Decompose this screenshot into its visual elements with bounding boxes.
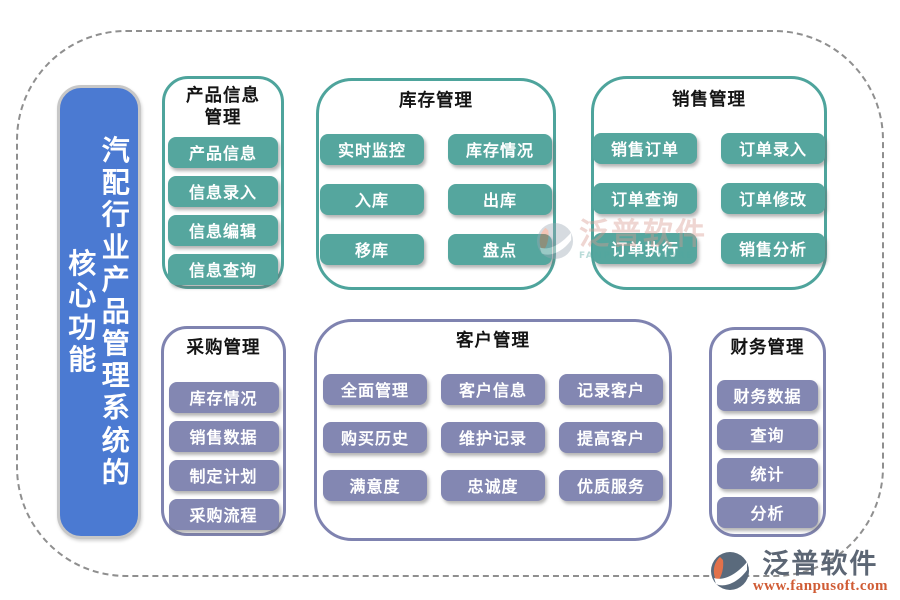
function-block: 库存情况: [448, 133, 552, 165]
function-block: 提高客户: [559, 421, 663, 453]
logo-url-link[interactable]: www.fanpusoft.com: [752, 578, 888, 594]
function-block: 优质服务: [559, 469, 663, 501]
function-block: 销售数据: [168, 420, 279, 452]
function-block: 信息录入: [168, 175, 278, 207]
function-block: 订单查询: [593, 182, 697, 214]
function-block: 财务数据: [717, 379, 818, 411]
logo-text: 泛普软件 www.fanpusoft.com: [753, 551, 888, 594]
panel-title: 库存管理: [399, 91, 473, 111]
function-block: 订单录入: [721, 132, 825, 164]
function-block: 采购流程: [168, 498, 279, 530]
function-block: 全面管理: [323, 373, 427, 405]
function-block: 订单修改: [721, 182, 825, 214]
panel-inventory: 库存管理 实时监控 库存情况 入库 出库 移库 盘点: [316, 78, 556, 290]
function-block: 查询: [717, 418, 818, 450]
panel-body: 销售订单 订单录入 订单查询 订单修改 订单执行 销售分析: [593, 132, 825, 264]
panel-purchase: 采购管理 库存情况 销售数据 制定计划 采购流程: [161, 326, 286, 536]
panel-title: 采购管理: [186, 338, 261, 358]
panel-body: 全面管理 客户信息 记录客户 购买历史 维护记录 提高客户 满意度 忠诚度 优质…: [323, 373, 663, 501]
fanpu-logo-icon: [710, 552, 749, 590]
function-block: 移库: [320, 233, 424, 265]
function-block: 库存情况: [168, 381, 279, 413]
function-block: 盘点: [448, 233, 552, 265]
function-block: 实时监控: [320, 133, 424, 165]
logo-brand: 泛普软件: [762, 549, 879, 580]
panel-customer: 客户管理 全面管理 客户信息 记录客户 购买历史 维护记录 提高客户 满意度 忠…: [314, 319, 672, 541]
function-block: 统计: [717, 457, 818, 489]
panel-body: 库存情况 销售数据 制定计划 采购流程: [168, 381, 279, 530]
panel-title: 销售管理: [672, 90, 746, 110]
panel-product-info: 产品信息管理 产品信息 信息录入 信息编辑 信息查询: [162, 76, 284, 289]
function-block: 客户信息: [441, 373, 545, 405]
vertical-title-sub: 核心功能: [68, 246, 97, 377]
function-block: 购买历史: [323, 421, 427, 453]
function-block: 订单执行: [593, 232, 697, 264]
function-block: 忠诚度: [441, 469, 545, 501]
vertical-title-main: 汽配行业产品管理系统的: [101, 133, 130, 489]
panel-body: 实时监控 库存情况 入库 出库 移库 盘点: [320, 133, 552, 265]
function-block: 产品信息: [168, 136, 278, 168]
panel-title: 客户管理: [456, 331, 530, 351]
function-block: 满意度: [323, 469, 427, 501]
panel-sales: 销售管理 销售订单 订单录入 订单查询 订单修改 订单执行 销售分析: [591, 76, 827, 290]
function-block: 销售分析: [721, 232, 825, 264]
panel-title: 财务管理: [730, 338, 805, 358]
function-block: 分析: [717, 496, 818, 528]
function-block: 信息查询: [168, 253, 278, 285]
function-block: 记录客户: [559, 373, 663, 405]
function-block: 信息编辑: [168, 214, 278, 246]
function-block: 维护记录: [441, 421, 545, 453]
vertical-title-bar: 核心功能 汽配行业产品管理系统的: [57, 85, 141, 539]
function-block: 制定计划: [168, 459, 279, 491]
panel-title: 产品信息管理: [186, 86, 260, 128]
function-block: 入库: [320, 183, 424, 215]
panel-body: 财务数据 查询 统计 分析: [717, 379, 818, 528]
panel-body: 产品信息 信息录入 信息编辑 信息查询: [168, 136, 278, 285]
function-block: 销售订单: [593, 132, 697, 164]
fanpu-logo[interactable]: 泛普软件 www.fanpusoft.com: [710, 551, 888, 594]
dashed-border-frame: [16, 30, 884, 577]
panel-finance: 财务管理 财务数据 查询 统计 分析: [709, 327, 826, 537]
function-block: 出库: [448, 183, 552, 215]
